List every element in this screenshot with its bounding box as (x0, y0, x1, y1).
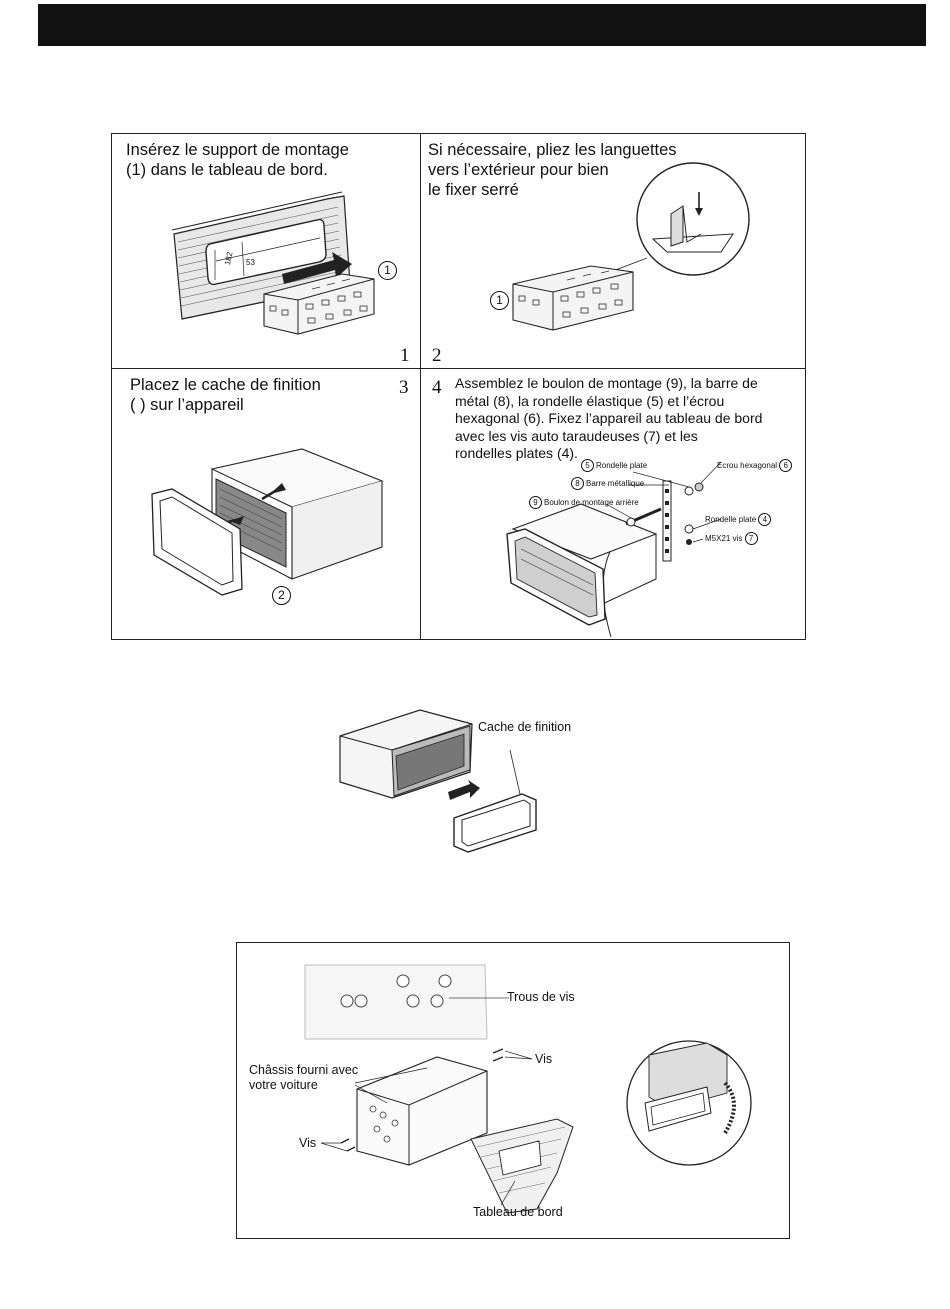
step-3-illustration (151, 448, 384, 596)
step-4-cell: 4 Assemblez le boulon de montage (9), la… (421, 369, 805, 639)
chassis-mounting-figure: Trous de vis Vis Châssis fourni avec vot… (236, 942, 790, 1239)
label-vis-text: M5X21 vis (705, 534, 743, 543)
label-ecrou-hexagonal: Ecrou hexagonal 6 (717, 459, 794, 472)
step-1-callout: 1 (378, 261, 397, 280)
label-tableau-de-bord: Tableau de bord (473, 1205, 563, 1219)
callout-5: 5 (581, 459, 594, 472)
chassis-mounting-illustration (304, 964, 752, 1214)
label-m5x21-vis: M5X21 vis 7 (705, 532, 760, 545)
step-3-callout: 2 (272, 586, 291, 605)
header-bar (38, 4, 926, 46)
step-1-cell: Insérez le support de montage (1) dans l… (112, 134, 421, 369)
step-1-text: Insérez le support de montage (1) dans l… (126, 141, 349, 179)
label-vis-left: Vis (299, 1136, 317, 1150)
step-2-text: Si nécessaire, pliez les languettes vers… (428, 141, 677, 199)
step-4-text: Assemblez le boulon de montage (9), la b… (455, 375, 763, 461)
callout-4: 4 (758, 513, 772, 526)
callout-9: 9 (529, 496, 542, 509)
callout-6: 6 (779, 459, 793, 472)
step-3-number: 3 (399, 377, 409, 398)
trim-removal-figure: Cache de finition (330, 700, 610, 860)
callout-7: 7 (744, 532, 758, 545)
label-boulon-text: Boulon de montage arrière (544, 498, 639, 507)
label-rondelle-plate-4: Rondelle plate 4 (705, 513, 773, 526)
step-2-illustration (512, 162, 750, 331)
step-1-number: 1 (400, 345, 410, 366)
label-barre-text: Barre métallique (586, 479, 645, 488)
label-ecrou-text: Ecrou hexagonal (717, 461, 778, 470)
trim-removal-illustration (339, 709, 537, 853)
step-2-cell: Si nécessaire, pliez les languettes vers… (421, 134, 805, 369)
callout-8: 8 (571, 477, 584, 490)
label-rondelle-plate-4-text: Rondelle plate (705, 515, 757, 524)
label-chassis: Châssis fourni avec votre voiture (249, 1063, 359, 1092)
label-rondelle-plate-5-text: Rondelle plate (596, 461, 648, 470)
label-vis-top: Vis (535, 1052, 553, 1066)
step-2-callout: 1 (490, 291, 509, 310)
step-3-cell: Placez le cache de finition ( ) sur l’ap… (112, 369, 421, 639)
step-1-illustration (171, 191, 375, 335)
label-cache-de-finition: Cache de finition (478, 720, 572, 734)
label-trous-de-vis: Trous de vis (507, 990, 575, 1004)
dimension-53: 53 (246, 258, 255, 267)
step-4-number: 4 (432, 377, 442, 398)
step-2-number: 2 (432, 345, 442, 366)
installation-steps-grid: Insérez le support de montage (1) dans l… (111, 133, 806, 640)
step-3-text: Placez le cache de finition ( ) sur l’ap… (130, 376, 321, 414)
step-4-illustration (506, 461, 722, 638)
